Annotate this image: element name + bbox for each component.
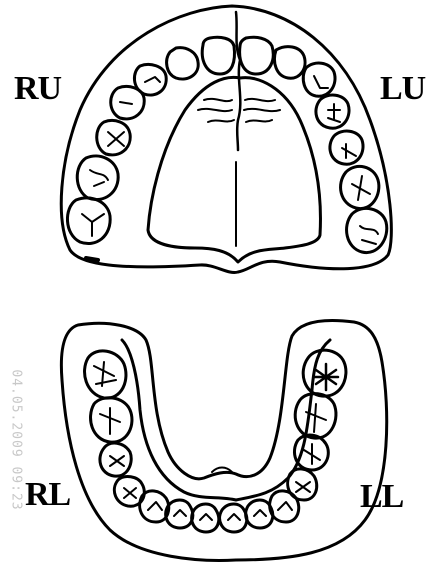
tooth-ul-canine xyxy=(303,63,335,96)
tooth-ul-central-incisor xyxy=(240,37,274,74)
tooth-lr-lateral-incisor xyxy=(166,500,193,528)
tooth-lr-second-premolar-mark xyxy=(110,456,124,466)
tooth-ur-second-molar-mark xyxy=(82,214,104,236)
tooth-lr-second-molar xyxy=(85,351,126,398)
timestamp-watermark: 04.05.2009 09:23 xyxy=(9,369,24,510)
tooth-ll-canine-mark xyxy=(278,502,292,510)
tooth-lr-second-molar-mark xyxy=(94,362,116,386)
tooth-lr-first-premolar-mark xyxy=(124,488,136,498)
tooth-ll-first-premolar xyxy=(288,469,317,500)
upper-arch xyxy=(61,6,391,273)
tooth-lr-lateral-incisor-mark xyxy=(174,510,186,516)
label-left-lower: LL xyxy=(360,480,403,514)
tooth-ur-first-molar-mark xyxy=(90,170,108,186)
upper-arch-outer-border xyxy=(61,6,391,273)
tooth-lr-first-molar-mark xyxy=(100,408,120,434)
tooth-ll-second-molar-mark xyxy=(314,364,338,390)
tooth-ll-central-incisor xyxy=(220,504,247,532)
tooth-ur-second-molar xyxy=(67,198,110,244)
tooth-ul-first-molar-mark xyxy=(352,176,370,200)
lower-arch-inner-ridge xyxy=(122,340,330,500)
upper-midline xyxy=(236,12,240,150)
tooth-ur-first-molar xyxy=(77,156,118,200)
tooth-ur-canine-mark xyxy=(145,77,160,82)
tooth-ul-canine-mark xyxy=(314,76,328,88)
upper-rugae-right xyxy=(244,99,280,122)
lower-arch-outer-border xyxy=(61,321,386,561)
tooth-lr-first-molar xyxy=(91,398,132,442)
tooth-ul-first-premolar-mark xyxy=(328,104,340,122)
tooth-ll-second-premolar-mark xyxy=(304,444,320,464)
label-right-lower: RL xyxy=(25,478,70,512)
tooth-ul-second-premolar-mark xyxy=(342,144,356,158)
tooth-ur-first-premolar-mark xyxy=(120,102,132,104)
tooth-ll-central-incisor-mark xyxy=(228,514,240,520)
tooth-ul-first-premolar xyxy=(316,95,349,128)
tooth-lr-central-incisor xyxy=(192,504,219,532)
tooth-ll-first-premolar-mark xyxy=(296,482,310,492)
tooth-ul-second-molar-mark xyxy=(360,226,378,244)
tooth-lr-canine-mark xyxy=(148,502,162,510)
tooth-ul-lateral-incisor xyxy=(275,47,306,79)
tooth-ll-lateral-incisor-mark xyxy=(254,510,266,516)
lower-arch xyxy=(61,321,386,561)
tooth-ur-second-premolar-mark xyxy=(108,132,124,146)
label-left-upper: LU xyxy=(380,72,425,106)
lower-teeth-left xyxy=(220,350,346,532)
tooth-ur-central-incisor xyxy=(202,37,234,74)
tooth-ul-second-molar xyxy=(347,208,387,252)
tooth-ll-second-molar xyxy=(303,350,346,396)
tooth-lr-central-incisor-mark xyxy=(200,514,212,520)
label-right-upper: RU xyxy=(14,72,61,106)
upper-teeth-left xyxy=(240,37,387,252)
tooth-ur-lateral-incisor xyxy=(167,48,199,79)
upper-palate-outline xyxy=(148,77,320,262)
upper-arch-mark xyxy=(86,258,98,260)
upper-rugae-left xyxy=(198,99,234,122)
